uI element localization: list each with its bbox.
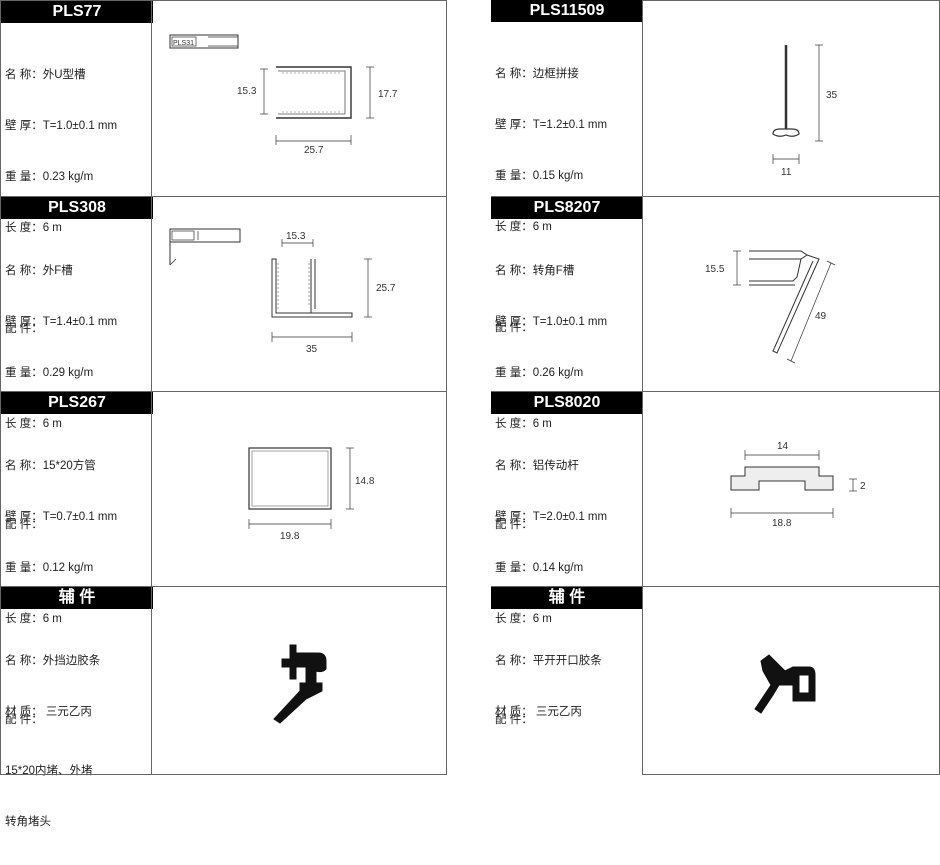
dimension-label: 35 bbox=[826, 90, 838, 101]
accessory-info-open-seal: 辅 件 名 称：平开开口胶条 材 质： 三元乙丙 bbox=[491, 586, 643, 775]
product-thickness: 壁 厚：T=0.7±0.1 mm bbox=[5, 511, 118, 523]
product-length: 长 度：6 m bbox=[495, 221, 552, 233]
product-info-pls8207: PLS8207 名 称：转角F槽 壁 厚：T=1.0±0.1 mm 重 量：0.… bbox=[491, 196, 643, 531]
product-thickness: 壁 厚：T=1.4±0.1 mm bbox=[5, 316, 118, 328]
product-name: 名 称：外U型槽 bbox=[5, 69, 86, 81]
profile-drawing-pls77: PLS31 15.3 17.7 25.7 bbox=[151, 0, 447, 197]
product-thickness: 壁 厚：T=2.0±0.1 mm bbox=[495, 511, 608, 523]
product-fittings-label: 配 件： bbox=[5, 714, 43, 726]
product-thickness: 壁 厚：T=1.0±0.1 mm bbox=[5, 120, 118, 132]
dimension-label: 15.5 bbox=[705, 264, 725, 275]
product-fittings-label: 配 件： bbox=[5, 323, 43, 335]
product-fittings-label: 配 件： bbox=[495, 519, 533, 531]
dimension-label: 18.8 bbox=[772, 518, 792, 529]
product-weight: 重 量：0.12 kg/m bbox=[5, 562, 94, 574]
product-code: PLS77 bbox=[1, 1, 153, 23]
product-info-pls308: PLS308 名 称：外F槽 壁 厚：T=1.4±0.1 mm 重 量：0.29… bbox=[0, 196, 153, 531]
product-catalog-sheet: PLS77 名 称：外U型槽 壁 厚：T=1.0±0.1 mm 重 量：0.23… bbox=[0, 0, 940, 828]
accessory-tag-label: PLS31 bbox=[173, 40, 194, 47]
product-info-pls11509: PLS11509 名 称：边框拼接 壁 厚：T=1.2±0.1 mm 重 量：0… bbox=[491, 0, 643, 334]
dimension-label: 14 bbox=[777, 441, 789, 452]
product-length: 长 度：6 m bbox=[5, 222, 62, 234]
accessory-drawing-open-seal bbox=[642, 586, 940, 775]
product-code: PLS8020 bbox=[491, 392, 643, 414]
product-name: 名 称：15*20方管 bbox=[5, 460, 96, 472]
product-length: 长 度：6 m bbox=[495, 613, 552, 625]
product-info-pls267: PLS267 名 称：15*20方管 壁 厚：T=0.7±0.1 mm 重 量：… bbox=[0, 391, 153, 828]
product-name: 名 称：边框拼接 bbox=[495, 68, 579, 80]
seal-profile-icon bbox=[754, 654, 816, 714]
accessory-name: 名 称：平开开口胶条 bbox=[495, 655, 602, 667]
seal-profile-icon bbox=[273, 644, 327, 724]
product-thickness: 壁 厚：T=1.2±0.1 mm bbox=[495, 119, 608, 131]
dimension-label: 25.7 bbox=[304, 145, 324, 156]
product-weight: 重 量：0.23 kg/m bbox=[5, 171, 94, 183]
profile-drawing-pls8207: 15.5 49 bbox=[642, 196, 940, 392]
accessory-material: 材 质： 三元乙丙 bbox=[5, 706, 92, 718]
dimension-label: 11 bbox=[781, 167, 792, 178]
accessory-drawing-outer-seal bbox=[151, 586, 447, 775]
accessory-name: 名 称：外挡边胶条 bbox=[5, 655, 101, 667]
accessory-title: 辅 件 bbox=[491, 587, 643, 609]
product-code: PLS308 bbox=[1, 197, 153, 219]
product-length: 长 度：6 m bbox=[5, 418, 62, 430]
product-fitting-item: 转角堵头 bbox=[5, 816, 51, 828]
product-length: 长 度：6 m bbox=[495, 418, 552, 430]
product-fittings-label: 配 件： bbox=[5, 519, 43, 531]
product-length: 长 度：6 m bbox=[5, 613, 62, 625]
product-code: PLS8207 bbox=[491, 197, 643, 219]
product-name: 名 称：铝传动杆 bbox=[495, 460, 579, 472]
profile-drawing-pls8020: 14 2 18.8 bbox=[642, 391, 940, 587]
dimension-label: 19.8 bbox=[280, 531, 300, 542]
product-code: PLS11509 bbox=[491, 0, 643, 22]
dimension-label: 15.3 bbox=[237, 86, 257, 97]
product-weight: 重 量：0.29 kg/m bbox=[5, 367, 94, 379]
dimension-label: 49 bbox=[815, 311, 827, 322]
dimension-label: 2 bbox=[860, 481, 866, 492]
dimension-label: 25.7 bbox=[376, 283, 396, 294]
product-weight: 重 量：0.26 kg/m bbox=[495, 367, 584, 379]
product-info-pls8020: PLS8020 名 称：铝传动杆 壁 厚：T=2.0±0.1 mm 重 量：0.… bbox=[491, 391, 643, 726]
product-name: 名 称：外F槽 bbox=[5, 265, 73, 277]
product-fittings-label: 配 件： bbox=[495, 322, 533, 334]
dimension-label: 15.3 bbox=[286, 231, 306, 242]
accessory-material: 材 质： 三元乙丙 bbox=[495, 706, 582, 718]
product-thickness: 壁 厚：T=1.0±0.1 mm bbox=[495, 316, 608, 328]
accessory-title: 辅 件 bbox=[1, 587, 153, 609]
profile-drawing-pls267: 14.8 19.8 bbox=[151, 391, 447, 587]
accessory-info-outer-seal: 辅 件 名 称：外挡边胶条 材 质： 三元乙丙 bbox=[0, 586, 153, 775]
product-name: 名 称：转角F槽 bbox=[495, 265, 575, 277]
profile-drawing-pls11509: 35 11 bbox=[642, 0, 940, 197]
product-weight: 重 量：0.15 kg/m bbox=[495, 170, 584, 182]
dimension-label: 14.8 bbox=[355, 476, 375, 487]
dimension-label: 17.7 bbox=[378, 89, 398, 100]
dimension-label: 35 bbox=[306, 344, 318, 355]
product-fittings-label: 配 件： bbox=[495, 714, 533, 726]
profile-drawing-pls308: 15.3 25.7 35 bbox=[151, 196, 447, 392]
product-info-pls77: PLS77 名 称：外U型槽 壁 厚：T=1.0±0.1 mm 重 量：0.23… bbox=[0, 0, 153, 335]
product-code: PLS267 bbox=[1, 392, 153, 414]
product-weight: 重 量：0.14 kg/m bbox=[495, 562, 584, 574]
